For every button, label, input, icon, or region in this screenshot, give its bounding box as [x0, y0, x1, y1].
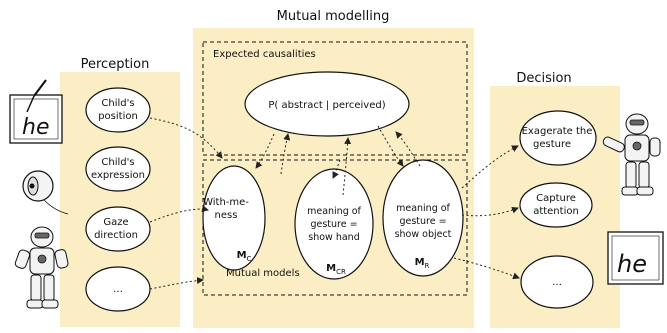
handwriting-card-right-icon: he [607, 231, 664, 285]
model-node-showhand [294, 168, 374, 280]
perception-node-position-line2: position [98, 111, 138, 122]
perception-title: Perception [81, 57, 150, 72]
decision-node-more [520, 255, 594, 309]
model-node-showobject-line3: show object [395, 229, 452, 240]
mutual-modelling-title: Mutual modelling [277, 9, 390, 24]
perception-node-expression-line2: expression [91, 170, 145, 181]
perception-node-expression-line1: Child's [101, 157, 134, 168]
decision-node-capture-line1: Capture [536, 193, 576, 204]
eye-camera-icon [22, 170, 69, 215]
expected-causalities-label: Expected causalities [213, 49, 316, 60]
perception-node-more-label: … [113, 284, 123, 295]
arrow-withmeness-to-causality [280, 133, 291, 175]
model-node-showhand-line1: meaning of [307, 206, 361, 217]
mutual-models-label: Mutual models [226, 268, 300, 279]
robot-left-icon [14, 226, 69, 309]
causality-label: P( abstract | perceived) [268, 100, 385, 111]
decision-node-exaggerate-line2: gesture [533, 139, 571, 150]
model-node-showobject-line2: gesture = [399, 216, 446, 227]
decision-node-exaggerate-line1: Exagerate the [522, 126, 593, 137]
decision-node-capture [519, 182, 593, 228]
arrow-gaze-to-withmeness [149, 205, 209, 223]
perception-node-gaze-line2: direction [94, 230, 138, 241]
perception-node-gaze-line1: Gaze [103, 217, 128, 228]
arrow-position-to-models [149, 117, 223, 159]
model-node-withmeness [202, 165, 266, 271]
model-node-showobject [382, 159, 464, 277]
decision-node-exaggerate [519, 110, 597, 166]
arrow-causality-to-showhand [332, 159, 341, 179]
arrow-causality-to-showobject [377, 125, 404, 167]
decision-node-capture-line2: attention [533, 206, 579, 217]
svg-text:he: he [617, 250, 647, 278]
perception-node-gaze [85, 206, 151, 252]
model-node-showobject-symbol: MR [415, 257, 430, 270]
model-node-withmeness-symbol: MC [237, 250, 252, 263]
model-node-withmeness-line2: ness [215, 210, 238, 221]
perception-node-position-line1: Child's [101, 98, 134, 109]
causality-node [244, 71, 410, 137]
decision-node-more-label: … [552, 277, 562, 288]
perception-node-position [85, 87, 151, 133]
arrow-showhand-to-causality [342, 137, 352, 196]
arrow-more-to-models [149, 276, 204, 290]
decision-title: Decision [516, 71, 571, 86]
robot-right-icon [602, 113, 661, 196]
arrow-showobject-to-capture [461, 206, 519, 217]
handwriting-tablet-left-icon: he [9, 79, 63, 144]
perception-node-expression [85, 146, 151, 192]
model-node-showobject-line1: meaning of [396, 203, 450, 214]
svg-text:he: he [22, 115, 49, 140]
model-node-withmeness-line1: With-me- [203, 197, 249, 208]
model-node-showhand-symbol: MCR [326, 263, 346, 276]
model-node-showhand-line2: gesture = [310, 219, 357, 230]
model-node-showhand-line3: show hand [308, 232, 359, 243]
arrow-showobject-to-exaggerate [461, 145, 519, 189]
